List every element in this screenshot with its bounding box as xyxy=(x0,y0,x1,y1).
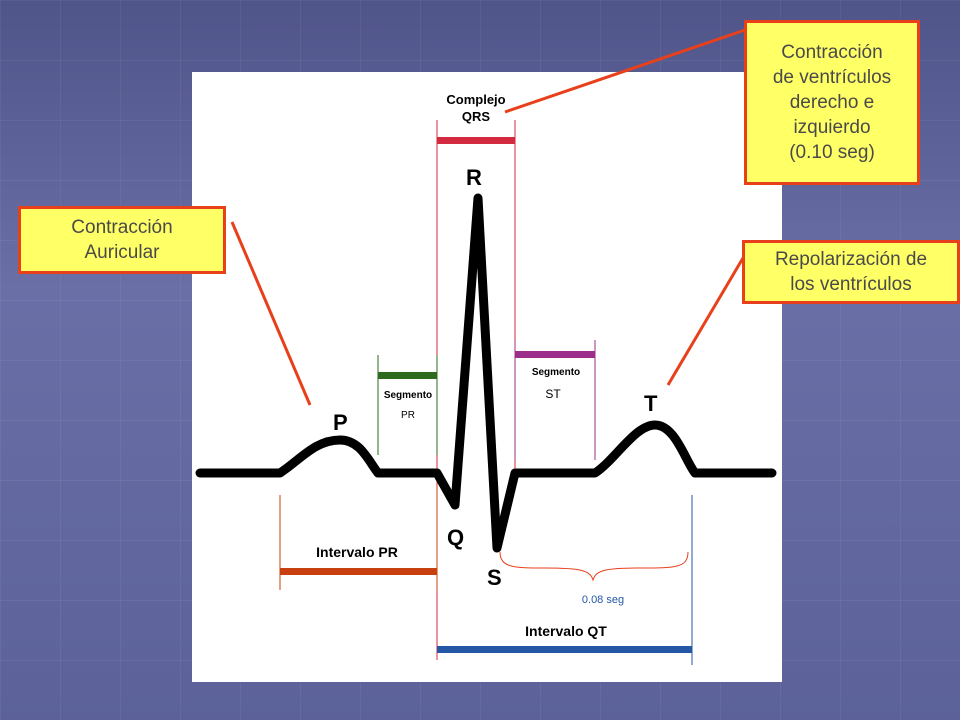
qrs-callout-pointer xyxy=(504,28,746,114)
pr-interval-label: Intervalo PR xyxy=(316,544,398,560)
wave-label-p: P xyxy=(333,410,348,435)
wave-label-q: Q xyxy=(447,525,464,550)
pr-interval-bar xyxy=(280,568,437,575)
callout-ventricular-repolarization: Repolarización de los ventrículos xyxy=(742,240,960,304)
qt-interval-label: Intervalo QT xyxy=(525,623,607,639)
qrs-label-line2: QRS xyxy=(462,109,491,124)
qrs-label-line1: Complejo xyxy=(446,92,505,107)
st-segment-label-line1: Segmento xyxy=(532,367,580,378)
st-duration-brace xyxy=(499,551,689,582)
pr-segment-bar xyxy=(378,372,437,379)
wave-label-t: T xyxy=(644,391,658,416)
pr-segment-label-line2: PR xyxy=(401,410,415,421)
callout-qrs-contraction: Contracción de ventrículos derecho e izq… xyxy=(744,20,920,185)
repolarizacion-callout-pointer xyxy=(666,257,745,386)
auricular-callout-pointer xyxy=(230,221,312,406)
callout-atrial-contraction: Contracción Auricular xyxy=(18,206,226,274)
ecg-trace xyxy=(195,193,777,553)
pr-segment-label-line1: Segmento xyxy=(384,390,432,401)
st-segment-bar xyxy=(515,351,595,358)
st-segment-label-line2: ST xyxy=(545,387,561,401)
wave-label-s: S xyxy=(487,565,502,590)
qt-interval-bar xyxy=(437,646,692,653)
wave-label-r: R xyxy=(466,165,482,190)
st-duration-label: 0.08 seg xyxy=(582,594,624,606)
qrs-bar xyxy=(437,137,515,144)
